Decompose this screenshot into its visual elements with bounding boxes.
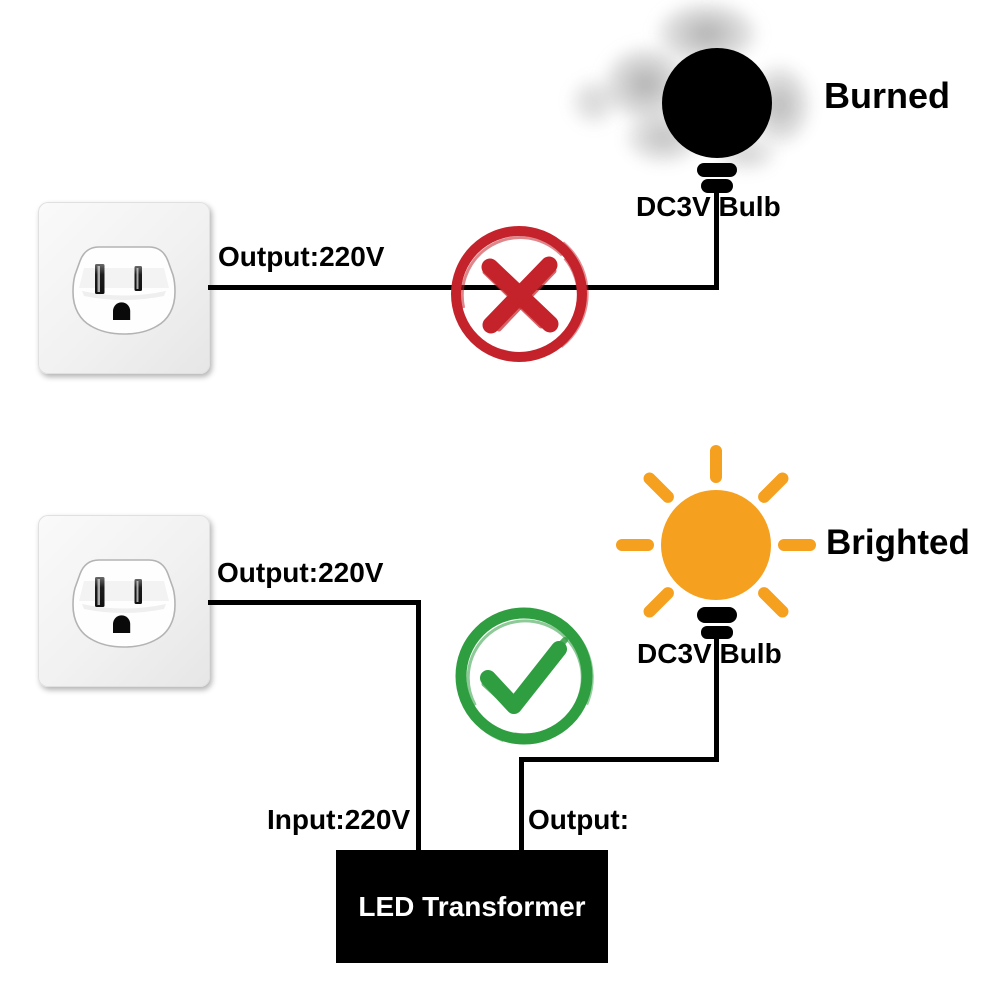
wire [714, 636, 719, 762]
bulb-base [697, 607, 737, 623]
transformer-label: LED Transformer [358, 890, 586, 922]
lit-bulb-icon [661, 490, 771, 600]
transformer-output-label: Output: [528, 804, 630, 835]
smoke-puff [558, 66, 630, 138]
wall-outlet [38, 202, 210, 374]
input-voltage-label: Input:220V [267, 804, 411, 835]
output-voltage-label: Output:220V [218, 241, 385, 272]
wire [714, 190, 719, 290]
output-voltage-label: Output:220V [217, 557, 384, 588]
bulb-base [701, 626, 733, 639]
wall-outlet [38, 515, 210, 687]
wire [519, 757, 719, 762]
check-icon [455, 607, 594, 746]
result-label-brighted: Brighted [826, 523, 970, 562]
wall-outlet-face-icon [72, 559, 176, 648]
bulb-label: DC3V Bulb [636, 191, 781, 222]
bulb-label: DC3V Bulb [637, 638, 782, 669]
ray [641, 470, 677, 506]
ray [616, 539, 654, 551]
transformer-box: LED Transformer [336, 850, 608, 963]
burned-bulb-icon [662, 48, 772, 158]
ray [710, 445, 722, 483]
ray [641, 584, 677, 620]
wire [519, 757, 524, 852]
cross-icon [451, 225, 589, 363]
wire [416, 600, 421, 852]
wire [208, 600, 421, 605]
bulb-base [697, 163, 737, 177]
bulb-base [701, 179, 733, 193]
ray [778, 539, 816, 551]
ray [755, 470, 791, 506]
result-label-burned: Burned [824, 75, 950, 116]
ray [755, 584, 791, 620]
wall-outlet-face-icon [72, 246, 176, 335]
